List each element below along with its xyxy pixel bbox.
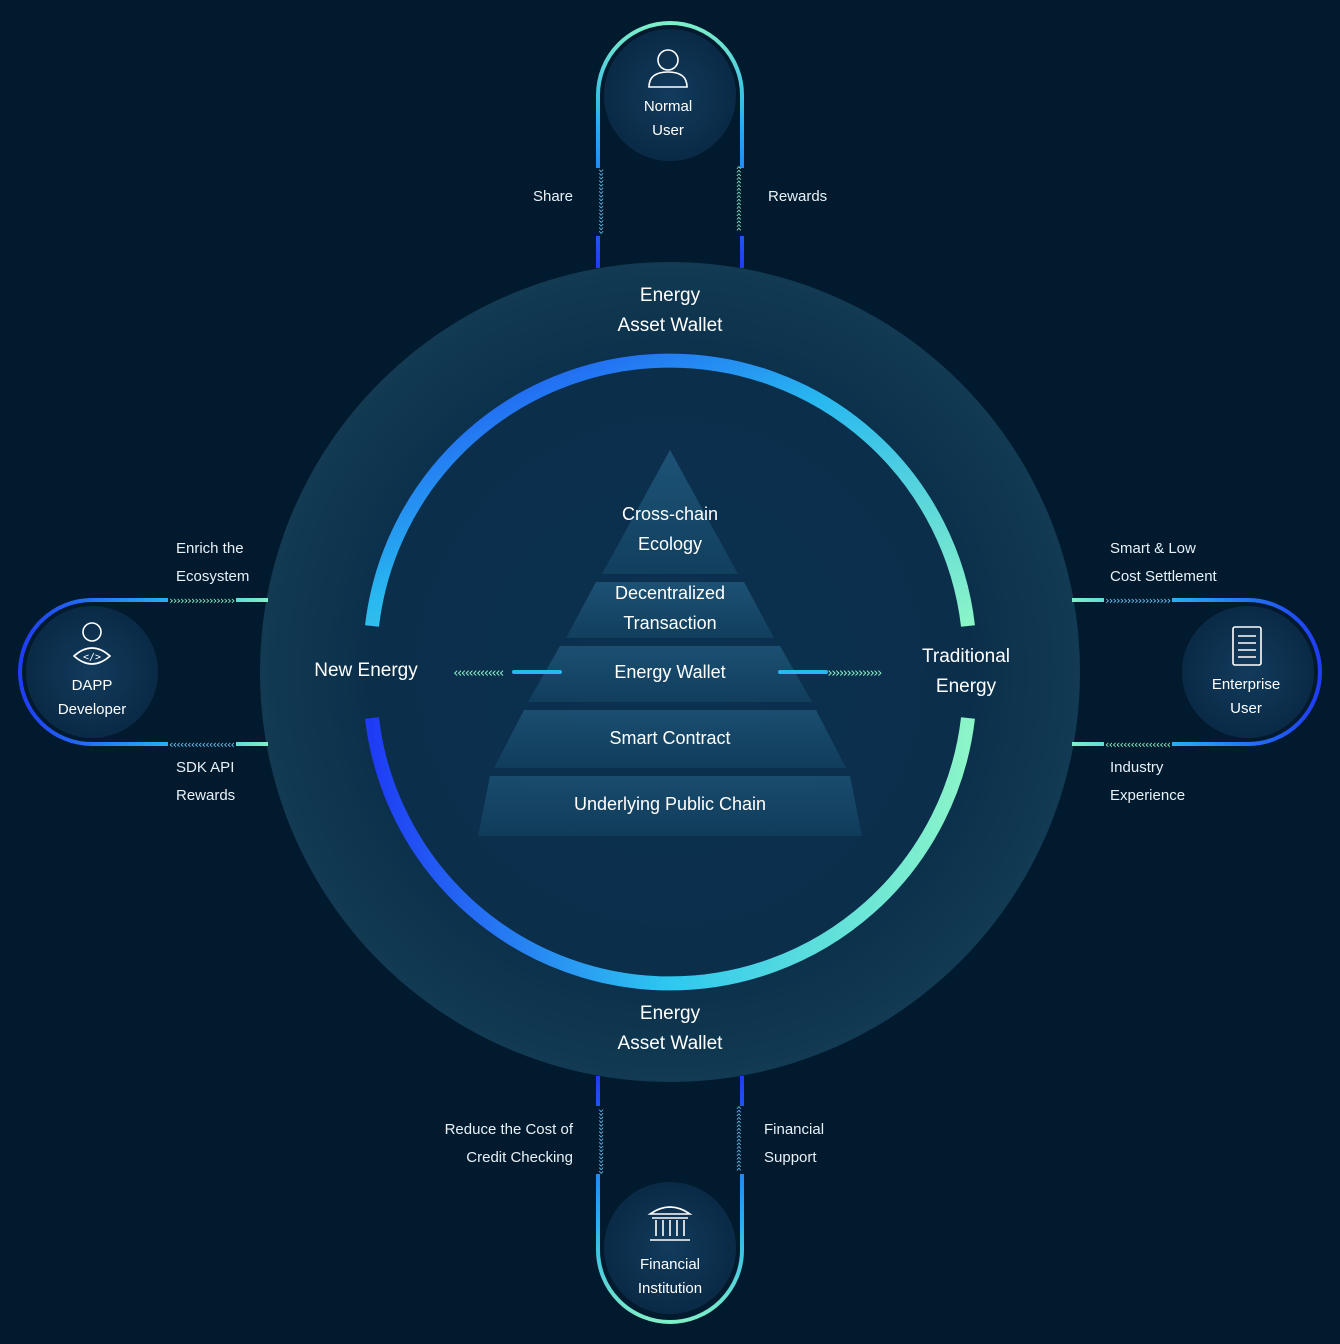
label-rewards: Rewards — [768, 188, 828, 205]
bank-icon — [647, 1206, 693, 1241]
tier-energy-wallet: Energy Wallet — [614, 662, 726, 682]
node-financial-institution: Financial Institution — [637, 1256, 703, 1297]
node-normal-user: Normal User — [643, 98, 693, 139]
energy-asset-wallet-top: Energy Asset Wallet — [617, 285, 723, 336]
node-dapp-developer: DAPP Developer — [57, 677, 127, 718]
node-enterprise-user: Enterprise User — [1211, 676, 1281, 717]
pyramid-tier-3 — [528, 646, 812, 702]
label-share: Share — [532, 188, 573, 205]
tier-decentralized-transaction: Decentralized Transaction — [614, 583, 726, 633]
label-sdk-api-rewards: SDK API Rewards — [176, 759, 236, 804]
user-icon — [648, 49, 688, 88]
svg-text:››››››››››››››››››: ›››››››››››››››››› — [168, 594, 235, 607]
label-financial-support: Financial Support — [764, 1121, 825, 1166]
energy-asset-wallet-bottom: Energy Asset Wallet — [617, 1003, 723, 1054]
svg-text:››››››››››››››››››: ›››››››››››››››››› — [732, 1106, 745, 1173]
svg-text:››››››››››››››››››: ›››››››››››››››››› — [732, 166, 745, 233]
left-capsule: ›››››››››››››››››› ‹‹‹‹‹‹‹‹‹‹‹‹‹‹‹‹‹‹ — [18, 594, 268, 751]
svg-text:››››››››››››››››››: ›››››››››››››››››› — [595, 1107, 608, 1174]
svg-text:››››››››››››››: ›››››››››››››› — [826, 666, 882, 681]
arrow-to-traditional-energy: ›››››››››››››› — [778, 666, 886, 681]
svg-text:››››››››››››››››››: ›››››››››››››››››› — [595, 167, 608, 234]
top-capsule: ›››››››››››››››››› ›››››››››››››››››› — [594, 21, 746, 268]
svg-text:‹‹‹‹‹‹‹‹‹‹‹‹‹‹‹‹‹‹: ‹‹‹‹‹‹‹‹‹‹‹‹‹‹‹‹‹‹ — [168, 738, 235, 751]
svg-text:</>: </> — [83, 652, 101, 663]
label-industry-experience: Industry Experience — [1110, 759, 1186, 804]
label-reduce-credit-cost: Reduce the Cost of Credit Checking — [444, 1121, 573, 1166]
ring-arc-bottom — [365, 717, 975, 991]
tier-underlying-public-chain: Underlying Public Chain — [573, 794, 767, 814]
svg-text:››››››››››››››››››: ›››››››››››››››››› — [1104, 594, 1171, 607]
pyramid-tier-4 — [494, 710, 846, 768]
label-smart-low-cost: Smart & Low Cost Settlement — [1110, 540, 1217, 585]
svg-text:‹‹‹‹‹‹‹‹‹‹‹‹‹: ‹‹‹‹‹‹‹‹‹‹‹‹‹ — [452, 666, 504, 681]
pyramid-tier-5 — [478, 776, 862, 836]
label-enrich-ecosystem: Enrich the Ecosystem — [176, 540, 250, 585]
svg-text:‹‹‹‹‹‹‹‹‹‹‹‹‹‹‹‹‹‹: ‹‹‹‹‹‹‹‹‹‹‹‹‹‹‹‹‹‹ — [1104, 738, 1171, 751]
tier-cross-chain-ecology: Cross-chain Ecology — [621, 504, 719, 554]
right-capsule: ›››››››››››››››››› ‹‹‹‹‹‹‹‹‹‹‹‹‹‹‹‹‹‹ — [1072, 594, 1322, 751]
developer-icon: </> — [72, 622, 112, 665]
tier-smart-contract: Smart Contract — [609, 728, 731, 748]
document-icon — [1232, 626, 1262, 666]
arrow-to-new-energy: ‹‹‹‹‹‹‹‹‹‹‹‹‹ — [452, 666, 562, 681]
pyramid-tier-1 — [602, 450, 738, 574]
ring-arc-top — [365, 353, 975, 627]
bottom-capsule: ›››››››››››››››››› ›››››››››››››››››› — [594, 1076, 746, 1324]
pyramid-tier-2 — [566, 582, 774, 638]
traditional-energy-label: Traditional Energy — [921, 646, 1011, 697]
new-energy-label: New Energy — [314, 660, 418, 681]
